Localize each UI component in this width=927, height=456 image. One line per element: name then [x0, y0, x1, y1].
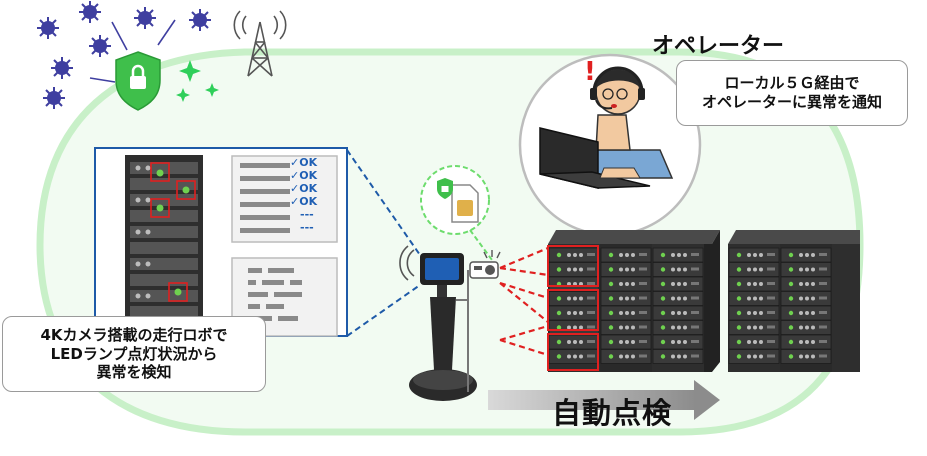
- sparkle-icon: [176, 60, 219, 102]
- arrow-right-icon: [488, 380, 720, 420]
- operator-title: オペレーター: [652, 34, 785, 59]
- server-units-1: [548, 247, 704, 364]
- server-unit: [600, 349, 652, 364]
- server-unit: [600, 320, 652, 335]
- checklist-pending: ---: [300, 208, 314, 221]
- server-unit: [728, 262, 780, 277]
- camera-icon: [469, 250, 501, 279]
- server-unit: [728, 334, 780, 350]
- checklist-panel: [231, 155, 338, 243]
- sim-card-icon: [437, 178, 479, 223]
- server-unit: [728, 349, 780, 364]
- connector-top: [346, 149, 421, 256]
- server-unit: [652, 291, 704, 306]
- server-unit: [780, 334, 832, 350]
- camera-beams: [499, 246, 549, 357]
- checkmark-icon: ✓OK: [290, 156, 318, 169]
- server-unit: [600, 262, 652, 277]
- server-unit: [728, 305, 780, 321]
- server-unit: [548, 349, 600, 364]
- server-unit: [600, 276, 652, 292]
- server-unit: [548, 305, 600, 321]
- server-unit: [652, 262, 704, 277]
- server-unit: [728, 276, 780, 292]
- shield-lock-icon: [115, 51, 161, 111]
- server-unit: [780, 247, 832, 263]
- server-unit: [600, 305, 652, 321]
- server-unit: [600, 334, 652, 350]
- operator-headset-icon: [573, 66, 674, 179]
- server-unit: [652, 349, 704, 364]
- server-unit: [728, 320, 780, 335]
- robot-callout-line: 異常を検知: [96, 363, 172, 382]
- server-unit: [548, 320, 600, 335]
- operator-callout-line: ローカル５Ｇ経由で: [724, 74, 860, 93]
- server-unit: [548, 291, 600, 306]
- server-unit: [548, 247, 600, 263]
- checkmark-icon: ✓OK: [290, 182, 318, 195]
- server-unit: [652, 247, 704, 263]
- server-unit: [780, 262, 832, 277]
- server-unit: [548, 262, 600, 277]
- checkmark-icon: ✓OK: [290, 195, 318, 208]
- server-unit: [652, 276, 704, 292]
- inspection-label: 自動点検: [552, 396, 673, 430]
- server-unit: [548, 276, 600, 292]
- checkmark-icon: ✓OK: [290, 169, 318, 182]
- server-unit: [780, 291, 832, 306]
- laptop-icon: [539, 127, 651, 189]
- server-rack-icon: [125, 155, 203, 335]
- server-unit: [652, 334, 704, 350]
- server-unit: [600, 291, 652, 306]
- server-unit: [780, 276, 832, 292]
- operator-callout: ローカル５Ｇ経由で オペレーターに異常を通知: [676, 60, 908, 126]
- server-unit: [600, 247, 652, 263]
- highlight-boxes: [547, 245, 599, 371]
- server-unit: [652, 320, 704, 335]
- server-unit: [780, 305, 832, 321]
- robot-callout-line: 4Kカメラ搭載の走行ロボで: [40, 325, 228, 344]
- robot-icon: [399, 245, 477, 401]
- server-unit: [548, 334, 600, 350]
- checklist-pending: ---: [300, 221, 314, 234]
- robot-callout-line: LEDランプ点灯状況から: [50, 344, 218, 363]
- server-unit: [780, 320, 832, 335]
- server-unit: [652, 305, 704, 321]
- antenna-tower-icon: [233, 10, 287, 77]
- exclamation-icon: !: [584, 57, 596, 87]
- connector-bottom: [346, 284, 421, 337]
- robot-callout: 4Kカメラ搭載の走行ロボで LEDランプ点灯状況から 異常を検知: [2, 316, 266, 392]
- server-unit: [728, 247, 780, 263]
- server-unit: [728, 291, 780, 306]
- checklist-ok-list: ✓OK ✓OK ✓OK ✓OK --- ---: [290, 156, 335, 234]
- server-unit: [780, 349, 832, 364]
- operator-callout-line: オペレーターに異常を通知: [701, 93, 882, 111]
